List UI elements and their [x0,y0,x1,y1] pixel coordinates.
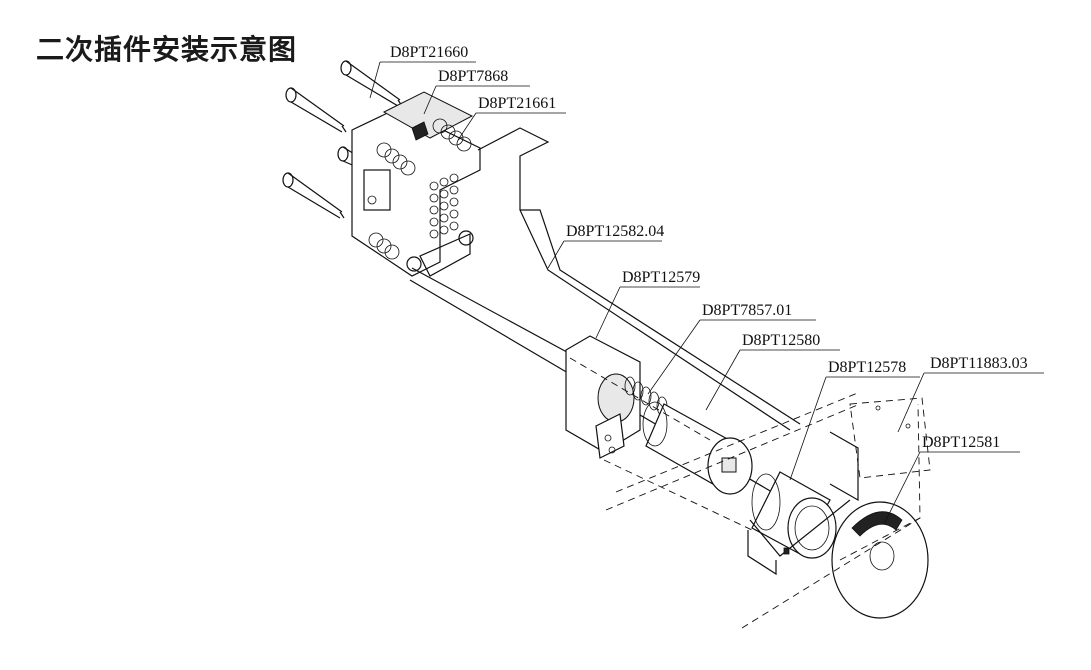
page-title: 二次插件安装示意图 [36,33,298,66]
screw [340,60,403,107]
connector-block [351,91,481,277]
part-label-d8pt21660: D8PT21660 [390,44,468,61]
part-label-d8pt12581: D8PT12581 [922,434,1000,451]
part-label-d8pt7868: D8PT7868 [438,68,508,85]
screw [285,87,347,133]
part-label-d8pt21661: D8PT21661 [478,95,556,112]
housing [565,335,641,459]
hole-grid [429,173,459,239]
part-label-d8pt7857-01: D8PT7857.01 [702,302,792,319]
cylinder [642,401,753,495]
leader-lines [369,61,1044,525]
screw [282,172,345,219]
end-plate [829,397,931,502]
part-label-d8pt12579: D8PT12579 [622,269,700,286]
sleeve [747,471,851,576]
spring-coils [368,118,472,260]
part-labels: D8PT21660 D8PT7868 D8PT21661 D8PT12582.0… [390,44,1028,451]
guide-lines [569,357,921,629]
cover-disc [831,501,929,619]
part-label-d8pt12578: D8PT12578 [828,359,906,376]
part-label-d8pt12580: D8PT12580 [742,332,820,349]
mounting-bracket [409,127,821,521]
part-label-d8pt12582-04: D8PT12582.04 [566,223,664,240]
part-label-d8pt11883-03: D8PT11883.03 [930,355,1028,372]
screw-group [282,60,403,219]
